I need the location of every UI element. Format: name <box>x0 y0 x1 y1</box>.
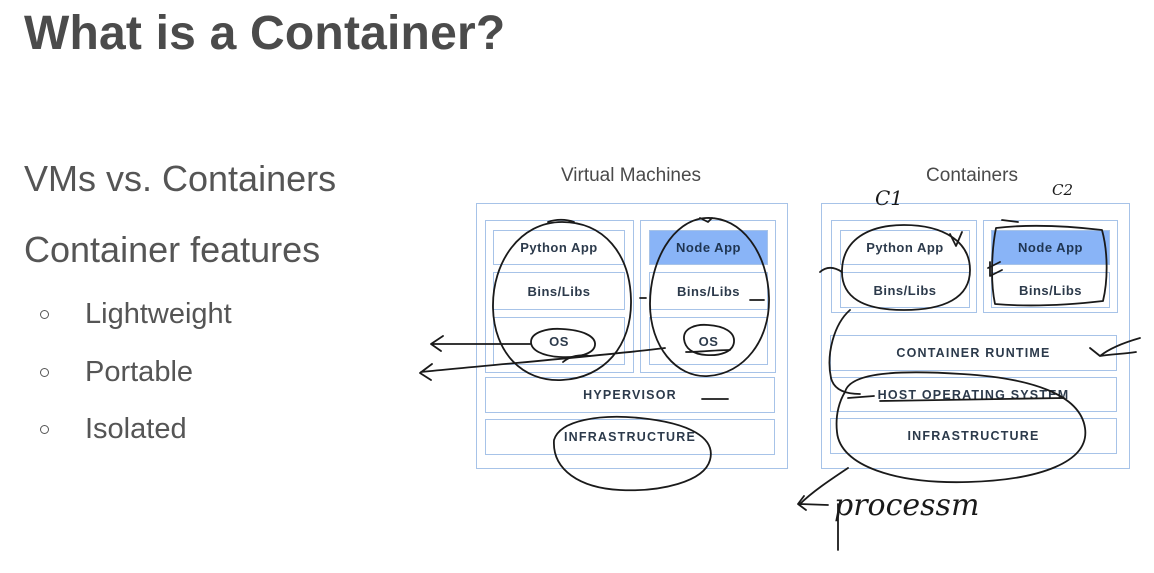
vm-python-os: OS <box>493 317 625 365</box>
vm-infrastructure: INFRASTRUCTURE <box>485 419 775 455</box>
annotation-c1: C1 <box>875 186 904 210</box>
containers-diagram-title: Containers <box>926 165 1018 186</box>
bullet-item: Portable <box>40 356 193 389</box>
vm-node-os: OS <box>649 317 768 365</box>
bullet-text: Isolated <box>85 413 187 445</box>
bullet-text: Portable <box>85 356 194 388</box>
bullet-circle-icon <box>40 425 49 434</box>
container-runtime: CONTAINER RUNTIME <box>830 335 1117 371</box>
bullet-item: Lightweight <box>40 298 232 331</box>
host-operating-system: HOST OPERATING SYSTEM <box>830 377 1117 412</box>
container-node-bins-libs: Bins/Libs <box>991 272 1110 308</box>
vm-node-bins-libs: Bins/Libs <box>649 272 768 310</box>
container-infrastructure: INFRASTRUCTURE <box>830 418 1117 454</box>
vm-python-bins-libs: Bins/Libs <box>493 272 625 310</box>
vm-python-app: Python App <box>493 230 625 265</box>
container-python-app: Python App <box>840 230 970 265</box>
bullet-circle-icon <box>40 310 49 319</box>
vm-hypervisor: HYPERVISOR <box>485 377 775 413</box>
annotation-c2: C2 <box>1052 181 1074 199</box>
container-node-app: Node App <box>991 230 1110 265</box>
bullet-item: Isolated <box>40 413 187 446</box>
container-python-bins-libs: Bins/Libs <box>840 272 970 308</box>
vm-diagram-title: Virtual Machines <box>560 165 702 186</box>
slide-title: What is a Container? <box>24 7 506 60</box>
vm-node-app: Node App <box>649 230 768 265</box>
bullet-text: Lightweight <box>85 298 232 330</box>
subtitle-vms-vs-containers: VMs vs. Containers <box>24 158 337 199</box>
annotation-process: processm <box>834 488 980 523</box>
bullet-circle-icon <box>40 368 49 377</box>
subtitle-container-features: Container features <box>24 229 321 270</box>
